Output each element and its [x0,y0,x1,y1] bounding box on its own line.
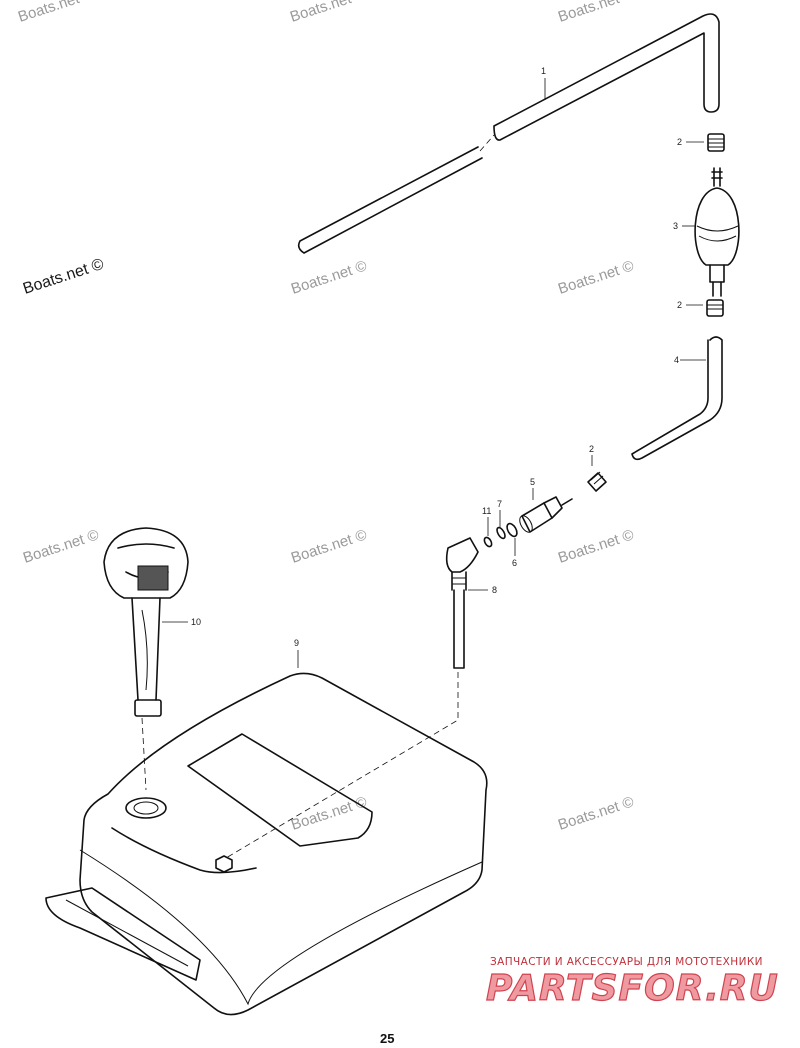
part-11-washer [483,536,493,548]
watermark: Boats.net © [556,526,636,566]
watermark: Boats.net © [289,257,369,297]
part-9-fuel-tank [45,672,488,1016]
part-5-connector [519,496,573,533]
brand-logo-text: PARTSFOR.RU [486,968,779,1009]
part-7-o-ring [496,526,506,540]
watermark: Boats.net © [21,256,106,298]
watermark: Boats.net © [289,526,369,566]
part-6-seal [506,522,518,538]
callout-2: 2 [677,300,682,310]
assembly-guide-lines [141,672,459,859]
page-number: 25 [380,1031,394,1046]
watermark: Boats.net © [21,526,101,566]
part-2-clamp-middle [706,299,724,317]
callout-9: 9 [294,638,299,648]
callout-2: 2 [589,444,594,454]
callout-11: 11 [482,506,491,516]
part-4-hose [631,336,723,461]
callout-5: 5 [530,477,535,487]
part-2-clamp-lower [587,471,607,492]
callout-3: 3 [673,221,678,231]
callout-leaders [162,78,706,668]
callout-10: 10 [191,617,201,627]
callout-4: 4 [674,355,679,365]
watermark: Boats.net © [16,0,96,26]
callout-8: 8 [492,585,497,595]
part-3-primer-bulb [694,167,740,297]
callout-7: 7 [497,499,502,509]
part-1-fuel-hose [297,13,720,254]
watermark-group: Boats.net © Boats.net © Boats.net © Boat… [16,0,636,834]
part-2-clamp-top [707,133,725,152]
callout-6: 6 [512,558,517,568]
part-10-fuel-gauge [103,527,189,717]
watermark: Boats.net © [556,0,636,26]
watermark: Boats.net © [288,0,368,26]
callout-numbers: 1 2 3 2 4 2 5 11 7 6 8 9 10 [191,66,682,648]
partsfor-logo: ЗАПЧАСТИ И АКСЕССУАРЫ ДЛЯ МОТОТЕХНИКИ PA… [485,956,779,1010]
watermark: Boats.net © [556,793,636,833]
brand-tagline: ЗАПЧАСТИ И АКСЕССУАРЫ ДЛЯ МОТОТЕХНИКИ [490,956,763,968]
part-8-pickup-tube [445,537,479,669]
callout-1: 1 [541,66,546,76]
callout-2: 2 [677,137,682,147]
watermark: Boats.net © [556,257,636,297]
